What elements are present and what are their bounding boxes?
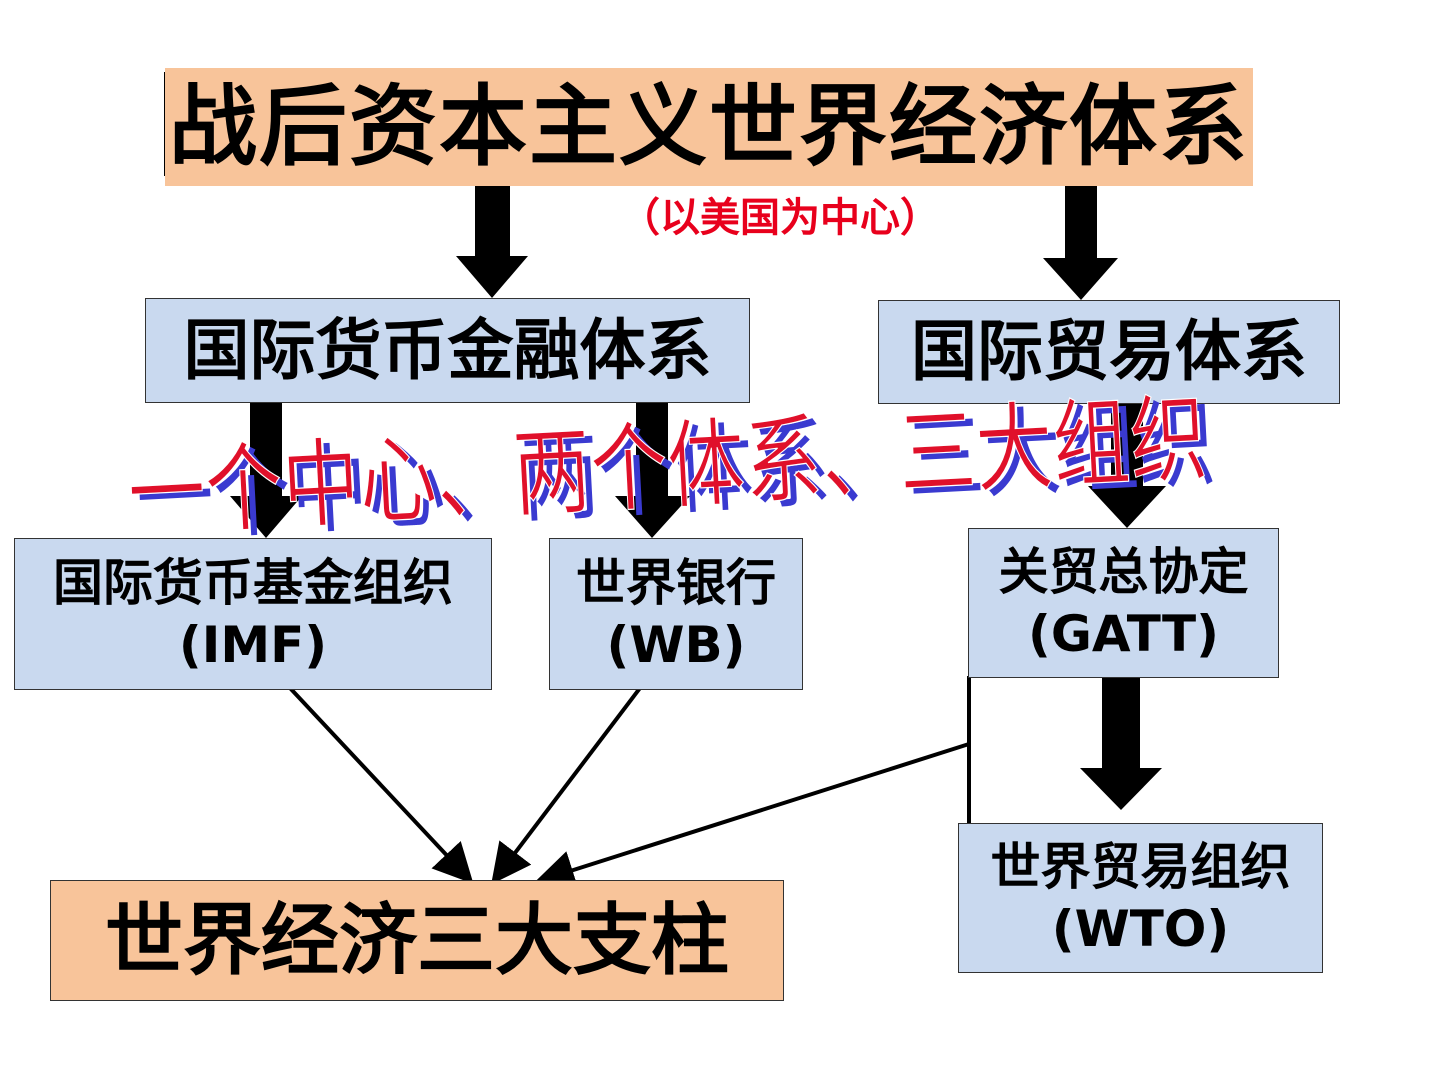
arrow-finance-to-wb	[615, 403, 690, 538]
wordart-overlay: 一个中心、两个体系、三大组织 一个中心、两个体系、三大组织	[130, 382, 1218, 557]
title-text: 战后资本主义世界经济体系	[168, 75, 1249, 178]
wb-box: 世界银行 (WB)	[549, 538, 803, 690]
subtitle-text: （以美国为中心）	[620, 195, 940, 241]
imf-name: 国际货币基金组织	[53, 553, 453, 612]
finance-system-box: 国际货币金融体系	[145, 298, 750, 403]
trade-system-box: 国际贸易体系	[878, 300, 1340, 404]
finance-system-label: 国际货币金融体系	[183, 311, 712, 389]
arrow-trade-to-gatt	[1088, 404, 1166, 528]
pillars-box: 世界经济三大支柱	[50, 880, 784, 1001]
line-imf-to-pillars	[288, 686, 474, 884]
wb-name: 世界银行	[576, 553, 776, 612]
imf-abbr: (IMF)	[178, 616, 328, 674]
trade-system-label: 国际贸易体系	[911, 313, 1307, 390]
gatt-abbr: (GATT)	[1028, 605, 1219, 663]
wto-box: 世界贸易组织 (WTO)	[958, 823, 1323, 973]
wto-abbr: (WTO)	[1051, 900, 1230, 958]
title-box: 战后资本主义世界经济体系	[165, 68, 1253, 186]
line-gatt-to-pillars	[534, 742, 970, 890]
arrow-finance-to-imf	[230, 403, 302, 538]
line-wb-to-pillars	[491, 686, 642, 885]
arrow-gatt-to-wto	[1080, 678, 1162, 810]
imf-box: 国际货币基金组织 (IMF)	[14, 538, 492, 690]
gatt-name: 关贸总协定	[998, 542, 1249, 601]
gatt-box: 关贸总协定 (GATT)	[968, 528, 1279, 678]
wto-name: 世界贸易组织	[990, 837, 1291, 896]
arrow-title-to-trade	[1043, 178, 1118, 300]
wb-abbr: (WB)	[606, 616, 746, 674]
arrow-title-to-finance	[456, 178, 528, 298]
pillars-text: 世界经济三大支柱	[104, 895, 729, 986]
